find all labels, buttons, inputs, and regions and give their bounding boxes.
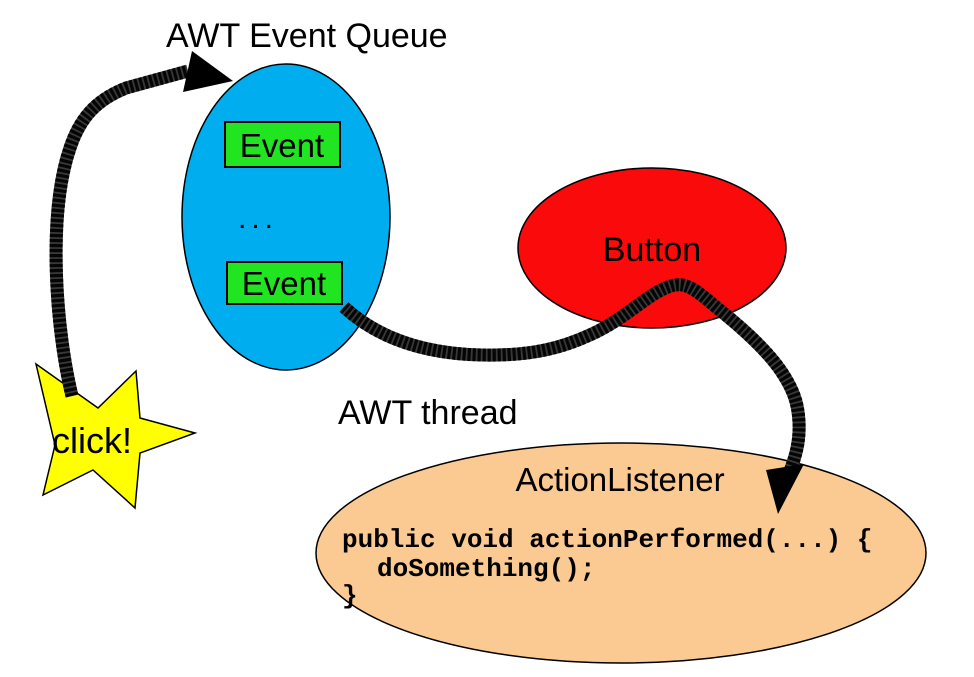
awt-thread-label: AWT thread [338, 394, 518, 432]
queue-arrowhead-icon [183, 51, 233, 92]
action-listener-label: ActionListener [515, 461, 724, 498]
awt-thread-arrow [339, 278, 806, 514]
event-box-top [224, 121, 341, 168]
diagram-title: AWT Event Queue [166, 17, 448, 55]
code-line-3: } [342, 581, 358, 611]
code-line-2: doSomething(); [377, 554, 595, 584]
button-label: Button [603, 231, 701, 269]
click-label: click! [52, 420, 132, 461]
button-ellipse [517, 167, 787, 329]
click-to-queue-arrow [49, 51, 233, 398]
event-box-bottom-label: Event [242, 265, 326, 302]
event-box-bottom [226, 261, 343, 305]
action-listener-ellipse [315, 442, 927, 664]
queue-ellipsis: ... [238, 202, 278, 235]
code-line-1: public void actionPerformed(...) { [342, 525, 873, 555]
click-burst-star [34, 362, 198, 510]
event-box-top-label: Event [240, 127, 324, 164]
listener-arrowhead-icon [766, 464, 804, 514]
